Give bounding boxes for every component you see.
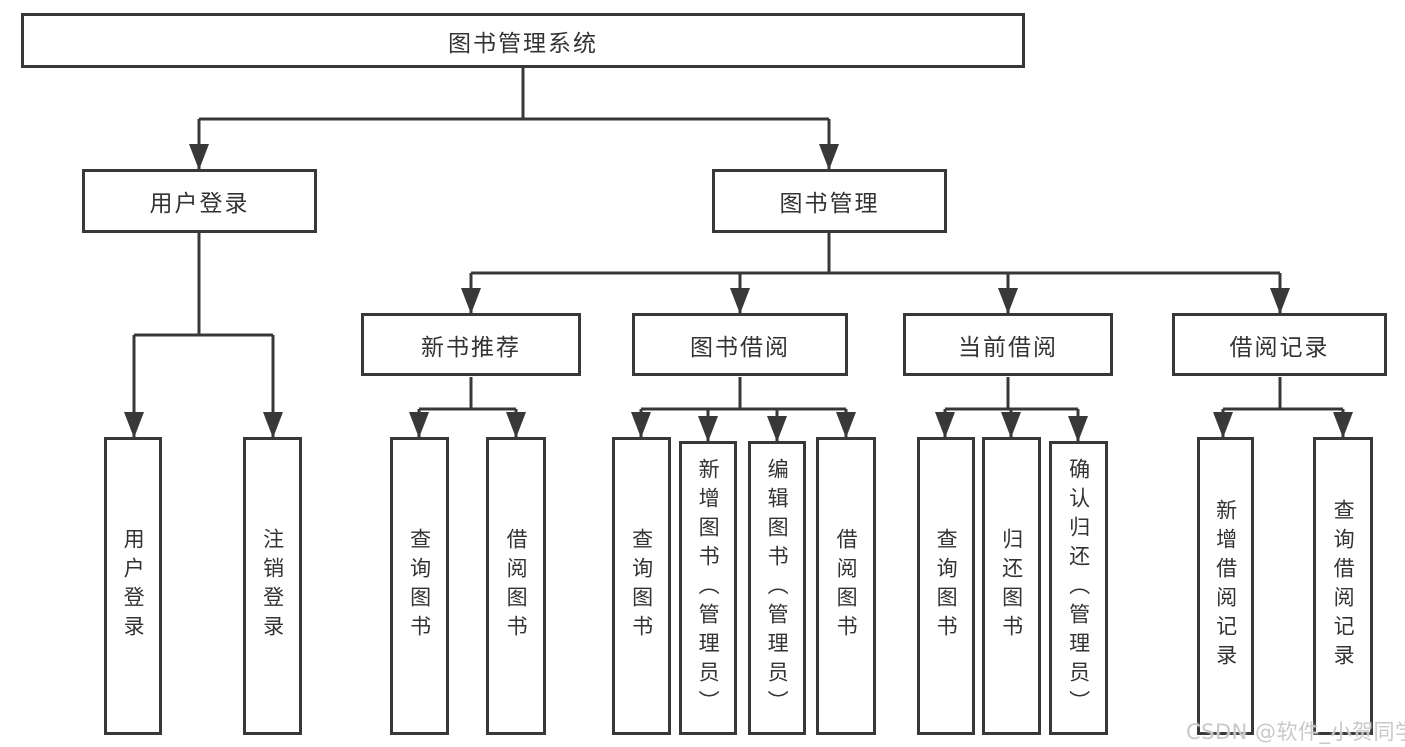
csdn-watermark: CSDN @软件_小贺同学: [1186, 720, 1405, 744]
node-current-borrowing: 当前借阅: [903, 313, 1113, 376]
node-label: 新书推荐: [421, 334, 521, 361]
node-book-management: 图书管理: [712, 169, 947, 233]
node-library-management-system: 图书管理系统: [21, 13, 1025, 68]
node-label: 用户登录: [149, 191, 250, 217]
node-label: 借阅图书: [834, 528, 859, 644]
node-borrowing-records: 借阅记录: [1172, 313, 1387, 376]
node-label: 查询图书: [407, 528, 432, 644]
node-label: 归还图书: [999, 528, 1024, 644]
node-leaf-query-books-recommend: 查询图书: [390, 437, 449, 735]
node-leaf-query-borrow-record: 查询借阅记录: [1313, 437, 1373, 735]
node-leaf-add-borrow-record: 新增借阅记录: [1197, 437, 1254, 735]
node-label: 借阅图书: [504, 528, 529, 644]
node-leaf-query-books-borrowing: 查询图书: [612, 437, 671, 735]
node-label: 查询图书: [629, 528, 654, 644]
node-label: 新增借阅记录: [1213, 499, 1238, 673]
node-leaf-confirm-return-admin: 确认归还（管理员）: [1049, 441, 1108, 735]
node-label: 查询借阅记录: [1331, 499, 1356, 673]
node-leaf-edit-books-admin: 编辑图书（管理员）: [748, 441, 806, 735]
node-label: 图书管理系统: [448, 30, 598, 57]
node-leaf-logout: 注销登录: [243, 437, 302, 735]
node-label: 编辑图书（管理员）: [765, 457, 790, 719]
node-leaf-borrow-books-recommend: 借阅图书: [486, 437, 546, 735]
node-label: 图书借阅: [690, 334, 790, 361]
node-label: 查询图书: [934, 528, 959, 644]
node-user-login: 用户登录: [82, 169, 317, 233]
node-label: 确认归还（管理员）: [1066, 457, 1091, 719]
node-leaf-add-books-admin: 新增图书（管理员）: [679, 441, 737, 735]
node-leaf-query-books-current: 查询图书: [917, 437, 975, 735]
node-label: 当前借阅: [958, 334, 1058, 361]
node-leaf-borrow-books: 借阅图书: [816, 437, 876, 735]
node-label: 借阅记录: [1229, 334, 1330, 361]
node-label: 图书管理: [779, 191, 880, 217]
node-new-book-recommend: 新书推荐: [361, 313, 581, 376]
node-label: 注销登录: [260, 528, 285, 644]
node-leaf-return-books: 归还图书: [982, 437, 1041, 735]
node-book-borrowing: 图书借阅: [632, 313, 848, 376]
node-leaf-user-login: 用户登录: [104, 437, 162, 735]
node-label: 用户登录: [121, 528, 146, 644]
node-label: 新增图书（管理员）: [696, 457, 721, 719]
